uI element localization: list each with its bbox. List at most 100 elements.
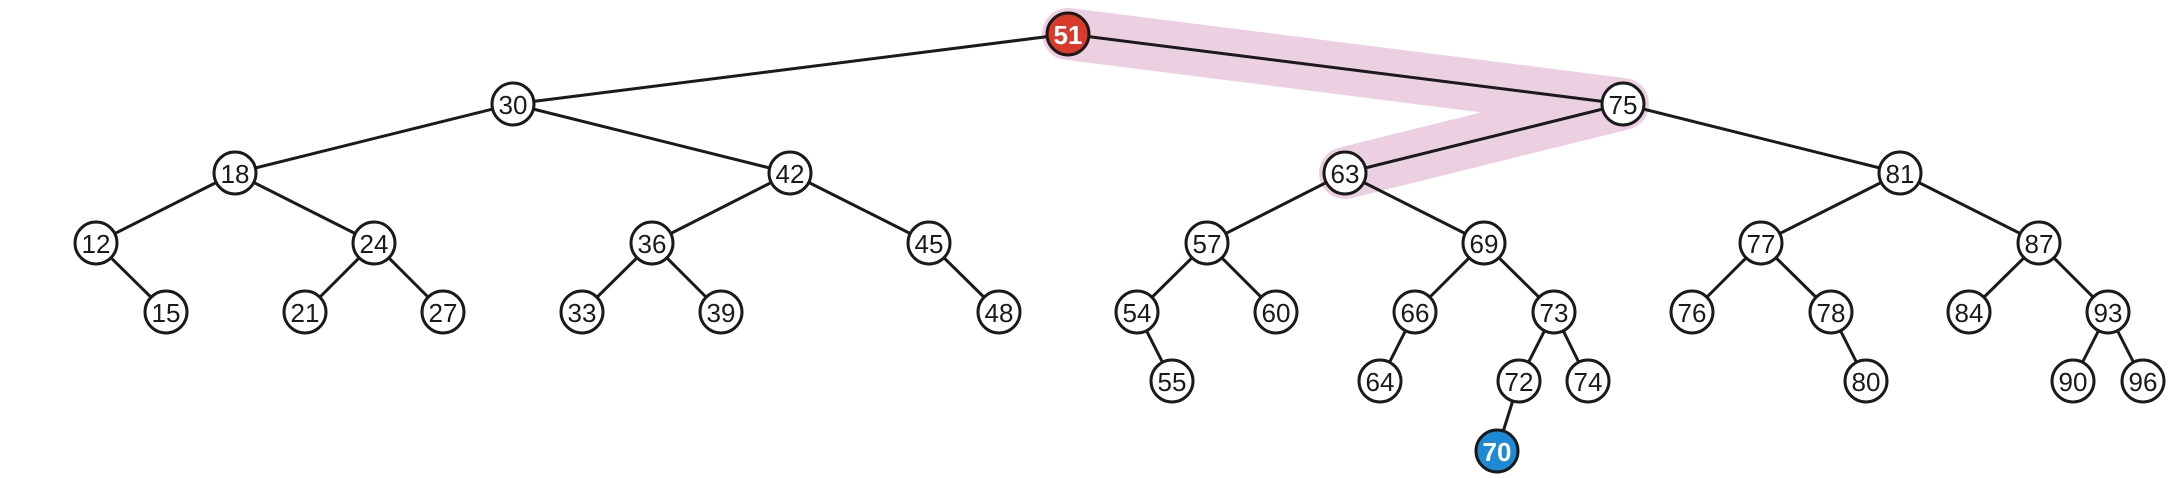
tree-node-circle — [1600, 81, 1646, 127]
tree-node-circle — [1946, 289, 1992, 335]
tree-edge-63-57 — [1206, 171, 1346, 245]
tree-node-label: 73 — [1540, 298, 1569, 328]
tree-node: 30 — [490, 81, 536, 127]
tree-edge-75-81 — [1622, 102, 1901, 175]
tree-node-circle — [1496, 358, 1542, 404]
tree-node-label: 54 — [1123, 298, 1152, 328]
tree-node-circle — [351, 220, 397, 266]
tree-edges — [94, 32, 2145, 452]
tree-node-label: 15 — [152, 298, 181, 328]
tree-node-circle — [698, 289, 744, 335]
tree-node-circle — [1392, 289, 1438, 335]
tree-node: 54 — [1114, 289, 1160, 335]
tree-edge-30-42 — [512, 102, 791, 175]
tree-node-label: 45 — [915, 229, 944, 259]
tree-node-circle — [1357, 358, 1403, 404]
tree-node-label: 12 — [82, 229, 111, 259]
tree-node: 57 — [1184, 220, 1230, 266]
tree-node: 21 — [282, 289, 328, 335]
tree-node-label: 93 — [2094, 298, 2123, 328]
tree-node-label: 39 — [707, 298, 736, 328]
tree-edge-63-69 — [1344, 171, 1485, 245]
tree-node-label: 77 — [1747, 229, 1776, 259]
tree-node-label: 70 — [1483, 437, 1512, 467]
tree-node-circle — [2120, 358, 2166, 404]
tree-edge-42-45 — [789, 171, 930, 245]
tree-node: 84 — [1946, 289, 1992, 335]
tree-node-label: 30 — [499, 90, 528, 120]
tree-node-label: 36 — [638, 229, 667, 259]
tree-node-label: 18 — [221, 159, 250, 189]
tree-node: 77 — [1738, 220, 1784, 266]
tree-node: 73 — [1531, 289, 1577, 335]
tree-edge-18-24 — [234, 171, 375, 245]
tree-node-label: 74 — [1574, 367, 1603, 397]
tree-node-label: 72 — [1505, 367, 1534, 397]
tree-node-circle — [143, 289, 189, 335]
tree-node-label: 96 — [2129, 367, 2158, 397]
tree-node-circle — [1461, 220, 1507, 266]
tree-node-circle — [767, 150, 813, 196]
tree-node-circle — [490, 81, 536, 127]
tree-root-node: 51 — [1045, 11, 1091, 57]
tree-node: 96 — [2120, 358, 2166, 404]
tree-node: 75 — [1600, 81, 1646, 127]
tree-node-circle — [906, 220, 952, 266]
tree-node-circle — [1669, 289, 1715, 335]
tree-node: 66 — [1392, 289, 1438, 335]
tree-node-circle — [1114, 289, 1160, 335]
tree-node-label: 80 — [1852, 367, 1881, 397]
tree-node: 45 — [906, 220, 952, 266]
tree-node: 81 — [1877, 150, 1923, 196]
tree-node-circle — [1149, 358, 1195, 404]
tree-node: 27 — [420, 289, 466, 335]
tree-node-circle — [212, 150, 258, 196]
tree-node: 93 — [2085, 289, 2131, 335]
tree-node-circle — [2016, 220, 2062, 266]
tree-node: 36 — [629, 220, 675, 266]
tree-node: 15 — [143, 289, 189, 335]
tree-node: 80 — [1843, 358, 1889, 404]
tree-node-label: 57 — [1193, 229, 1222, 259]
tree-node-circle — [1531, 289, 1577, 335]
tree-node-label: 76 — [1678, 298, 1707, 328]
tree-node-circle — [559, 289, 605, 335]
tree-node-label: 42 — [776, 159, 805, 189]
tree-node-circle — [1253, 289, 1299, 335]
tree-node-label: 33 — [568, 298, 597, 328]
tree-node-circle — [1565, 358, 1611, 404]
tree-node-label: 48 — [985, 298, 1014, 328]
tree-node: 12 — [73, 220, 119, 266]
tree-node-circle — [1474, 428, 1520, 474]
tree-node: 87 — [2016, 220, 2062, 266]
tree-node-circle — [73, 220, 119, 266]
tree-node-circle — [2085, 289, 2131, 335]
tree-node-circle — [1738, 220, 1784, 266]
tree-node-label: 64 — [1366, 367, 1395, 397]
tree-node-label: 78 — [1817, 298, 1846, 328]
tree-node: 24 — [351, 220, 397, 266]
tree-node-label: 51 — [1054, 20, 1083, 50]
tree-node: 72 — [1496, 358, 1542, 404]
tree-node-label: 66 — [1401, 298, 1430, 328]
tree-node-label: 27 — [429, 298, 458, 328]
tree-node-label: 60 — [1262, 298, 1291, 328]
tree-edge-51-30 — [512, 32, 1069, 106]
tree-nodes: 51 30 75 18 42 63 81 12 24 36 45 57 69 77 87 15 21 27 33 39… — [73, 11, 2166, 474]
tree-node-label: 87 — [2025, 229, 2054, 259]
tree-node-label: 63 — [1331, 159, 1360, 189]
tree-node-label: 21 — [291, 298, 320, 328]
tree-node: 69 — [1461, 220, 1507, 266]
tree-edge-30-18 — [234, 102, 514, 175]
tree-node-circle — [420, 289, 466, 335]
tree-edge-51-75 — [1067, 32, 1624, 106]
tree-node-circle — [1184, 220, 1230, 266]
tree-node: 78 — [1808, 289, 1854, 335]
tree-node: 42 — [767, 150, 813, 196]
tree-node-label: 55 — [1158, 367, 1187, 397]
tree-target-node: 70 — [1474, 428, 1520, 474]
tree-node-circle — [1877, 150, 1923, 196]
tree-node: 74 — [1565, 358, 1611, 404]
tree-node-label: 81 — [1886, 159, 1915, 189]
